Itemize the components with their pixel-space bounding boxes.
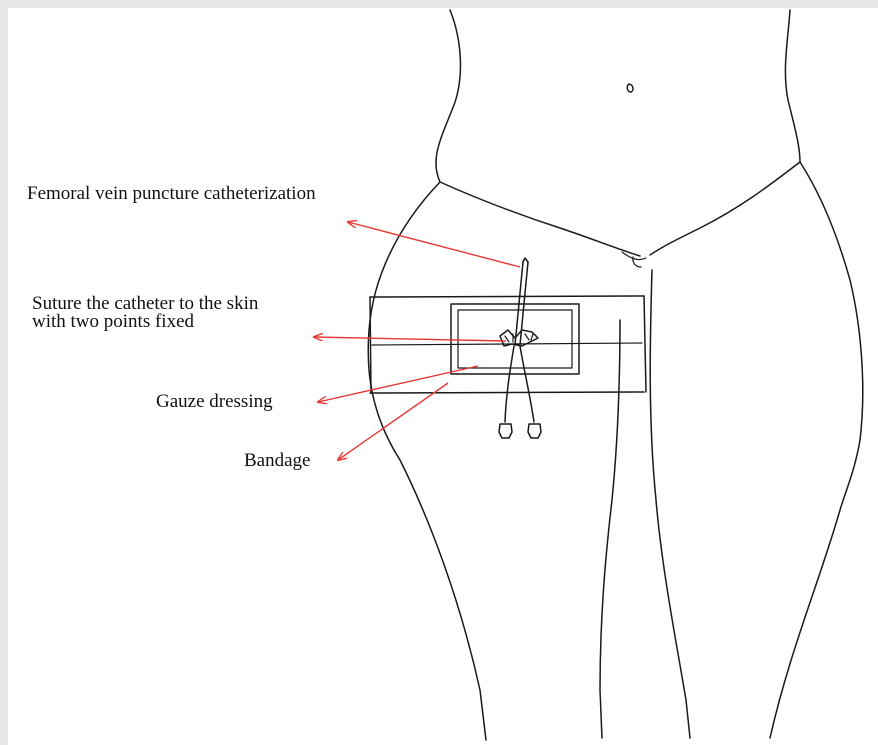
right-hip-contour <box>770 162 863 738</box>
bandage-right-end <box>644 296 646 392</box>
label-femoral-vein-catheterization: Femoral vein puncture catheterization <box>27 184 316 203</box>
bandage-left-end <box>370 297 371 393</box>
lumen-cap-right <box>528 424 541 438</box>
label-bandage: Bandage <box>244 451 310 470</box>
bandage-top-edge <box>370 296 644 297</box>
suture-stitches <box>505 334 533 342</box>
inner-right-thigh <box>650 270 690 738</box>
inguinal-line-left <box>440 182 640 256</box>
catheter <box>499 258 541 438</box>
lumen-cap-left <box>499 424 512 438</box>
label-gauze-dressing: Gauze dressing <box>156 392 273 411</box>
catheter-tip <box>523 258 528 262</box>
catheter-lumen-left <box>505 346 514 422</box>
left-torso-contour <box>436 10 461 182</box>
annotation-arrows <box>314 222 520 460</box>
navel <box>627 84 633 92</box>
label-suture-line2: with two points fixed <box>32 312 194 331</box>
arrow-femoral <box>348 222 520 267</box>
catheter-lumen-right <box>520 346 534 422</box>
left-hip-contour <box>368 182 486 740</box>
inner-left-thigh <box>600 320 620 738</box>
arrow-gauze <box>318 366 478 402</box>
body-outline <box>368 10 863 740</box>
inguinal-line-right <box>650 162 800 255</box>
right-torso-contour <box>785 10 800 162</box>
arrow-suture <box>314 337 506 341</box>
